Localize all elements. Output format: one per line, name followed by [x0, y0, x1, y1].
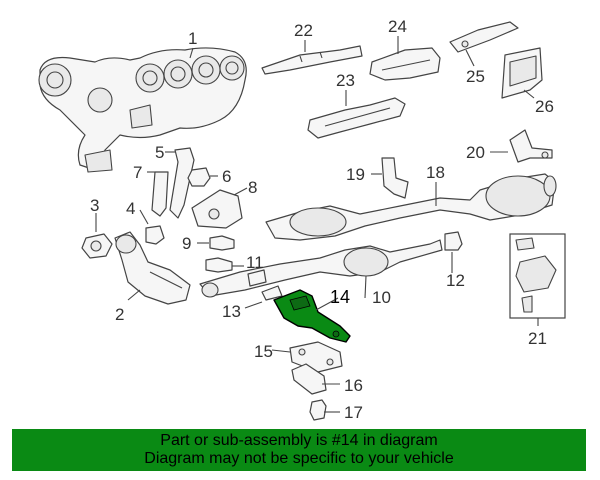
part-6-nut[interactable]	[187, 167, 211, 187]
label-part-22: 22	[294, 21, 313, 40]
label-part-6: 6	[222, 167, 231, 186]
part-7-bracket-link[interactable]	[151, 171, 169, 217]
label-part-20: 20	[466, 143, 485, 162]
label-part-4: 4	[126, 199, 135, 218]
part-1-exhaust-manifold[interactable]	[38, 47, 247, 173]
label-part-5: 5	[155, 143, 164, 162]
part-16-bracket[interactable]	[291, 363, 327, 395]
label-part-17: 17	[344, 403, 363, 422]
part-5-bracket-link[interactable]	[169, 147, 195, 219]
part-19-hanger[interactable]	[381, 157, 409, 199]
label-part-10: 10	[372, 288, 391, 307]
part-20-hanger-bracket[interactable]	[509, 129, 553, 163]
label-part-12: 12	[446, 271, 465, 290]
banner-line-disclaimer: Diagram may not be specific to your vehi…	[144, 450, 454, 467]
part-23-heat-shield[interactable]	[307, 97, 406, 139]
part-12-clamp[interactable]	[444, 231, 463, 251]
part-11-bolt[interactable]	[205, 257, 233, 273]
leader-lines	[95, 36, 539, 413]
part-notice-banner: Part or sub-assembly is #14 in diagram D…	[12, 429, 586, 471]
part-18-exhaust-pipe-rear[interactable]	[265, 173, 557, 241]
part-10-exhaust-pipe-front[interactable]	[199, 239, 443, 298]
label-part-23: 23	[336, 71, 355, 90]
label-part-7: 7	[133, 163, 142, 182]
label-part-8: 8	[248, 178, 257, 197]
part-15-bracket[interactable]	[289, 341, 343, 373]
part-8-bracket[interactable]	[191, 189, 243, 229]
label-part-18: 18	[426, 163, 445, 182]
part-14-bracket-highlighted[interactable]	[273, 289, 351, 343]
part-24-heat-shield[interactable]	[369, 47, 441, 81]
part-22-heat-shield[interactable]	[261, 45, 363, 75]
label-part-3: 3	[90, 196, 99, 215]
label-part-19: 19	[346, 165, 365, 184]
banner-line-part-number: Part or sub-assembly is #14 in diagram	[160, 432, 438, 449]
part-17-bolt[interactable]	[309, 399, 327, 421]
label-part-9: 9	[182, 234, 191, 253]
label-part-11: 11	[246, 253, 264, 272]
label-part-2: 2	[115, 305, 124, 324]
label-part-21: 21	[528, 329, 547, 348]
part-25-bracket[interactable]	[449, 21, 519, 53]
exhaust-parts-diagram: 1 2 3 4 5 6 7 8 9 10 11 12 13 14 15 16 1…	[38, 17, 566, 422]
label-part-1: 1	[188, 29, 197, 48]
part-26-shield-plate[interactable]	[501, 47, 543, 99]
label-part-15: 15	[254, 342, 273, 361]
callout-labels: 1 2 3 4 5 6 7 8 9 10 11 12 13 14 15 16 1…	[90, 17, 554, 422]
label-part-25: 25	[466, 67, 485, 86]
part-21-hardware-kit[interactable]	[509, 233, 566, 319]
part-9-bolt[interactable]	[209, 235, 235, 251]
label-part-16: 16	[344, 376, 363, 395]
part-2-catalytic-converter[interactable]	[114, 231, 191, 305]
label-part-26: 26	[535, 97, 554, 116]
part-13-mount[interactable]	[247, 269, 283, 301]
label-part-14: 14	[330, 287, 350, 307]
label-part-13: 13	[222, 302, 241, 321]
part-3-gasket[interactable]	[81, 233, 113, 259]
label-part-24: 24	[388, 17, 407, 36]
part-4-nut[interactable]	[145, 225, 165, 245]
